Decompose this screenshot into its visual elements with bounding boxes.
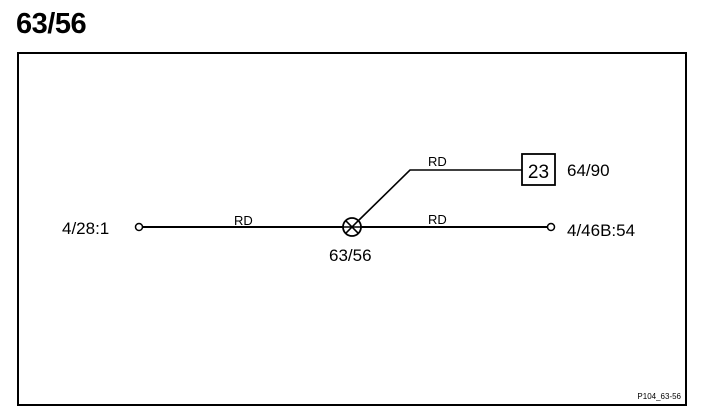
wire-branch [357, 169, 522, 222]
right-terminal-label: 4/46B:54 [567, 221, 635, 240]
diagram-frame [17, 52, 687, 406]
connector-pin: 23 [528, 162, 549, 183]
left-terminal-label: 4/28:1 [62, 219, 109, 238]
wire-left-color: RD [234, 213, 253, 228]
splice-icon [342, 217, 362, 237]
right-terminal-icon [546, 222, 556, 232]
wire-right-color: RD [428, 212, 447, 227]
wire-branch-color: RD [428, 154, 447, 169]
connector-ref: 64/90 [567, 161, 610, 180]
figure-id: P104_63-56 [637, 392, 681, 401]
splice-label: 63/56 [329, 246, 372, 265]
page-title: 63/56 [16, 8, 87, 40]
left-terminal-icon [134, 222, 144, 232]
connector-box [521, 153, 556, 186]
